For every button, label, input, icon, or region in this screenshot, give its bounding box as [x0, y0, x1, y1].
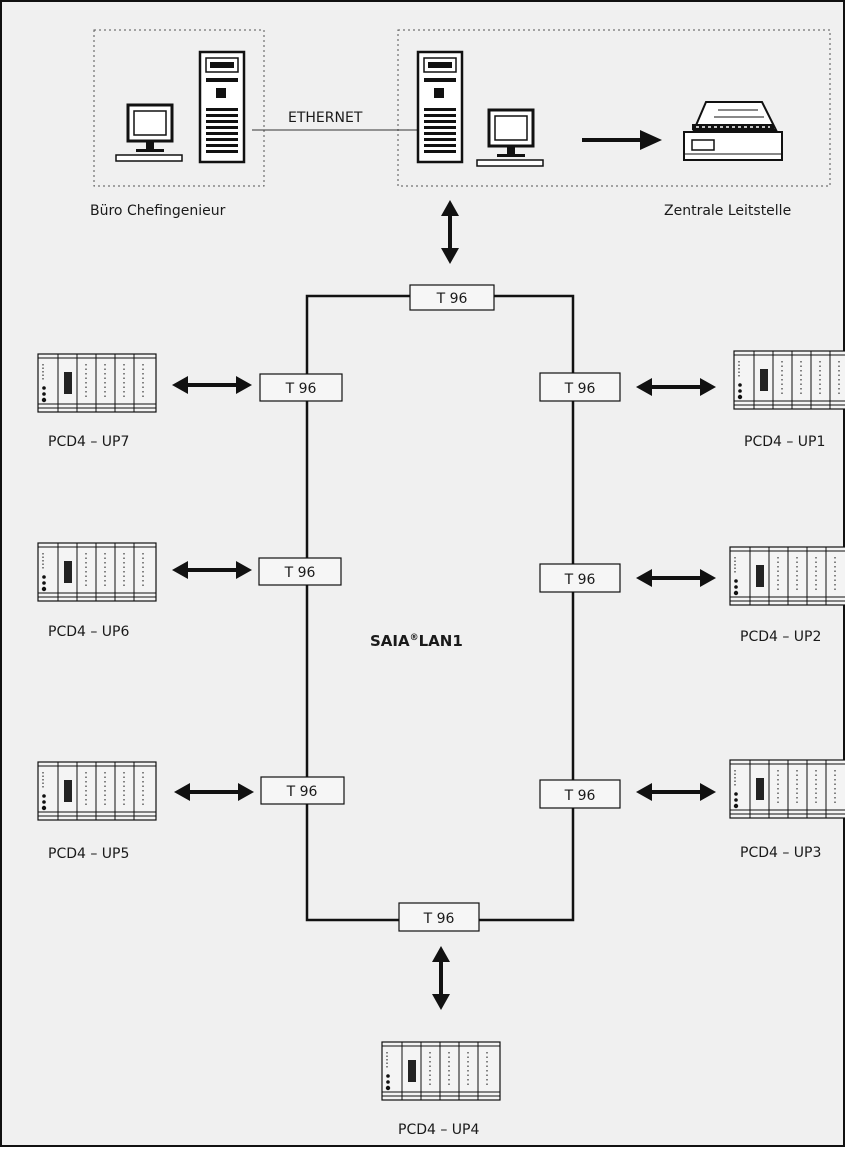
node-left-2: T 96: [258, 557, 342, 586]
node-label: T 96: [564, 381, 596, 397]
plc-up1-icon: [733, 350, 845, 410]
node-right-2: T 96: [539, 563, 621, 593]
node-label: T 96: [564, 788, 596, 804]
office-label: Büro Chefingenieur: [90, 203, 226, 219]
print-arrow-icon: [582, 130, 662, 150]
node-left-1: T 96: [259, 373, 343, 402]
device-label-up4: PCD4 – UP4: [398, 1122, 479, 1138]
node-right-3: T 96: [539, 779, 621, 809]
node-label: T 96: [285, 381, 317, 397]
device-label-up3: PCD4 – UP3: [740, 845, 821, 861]
control-tower-pc-icon: [416, 50, 464, 164]
office-tower-pc-icon: [198, 50, 246, 164]
device-label-up2: PCD4 – UP2: [740, 629, 821, 645]
plc-up7-icon: [37, 353, 157, 413]
node-label: T 96: [423, 911, 455, 927]
control-room-group-box: [397, 29, 831, 187]
node-top: T 96: [409, 284, 495, 311]
device-label-up7: PCD4 – UP7: [48, 434, 129, 450]
plc-up2-icon: [729, 546, 845, 606]
svg-text:SAIA®LAN1: SAIA®LAN1: [370, 632, 463, 650]
plc-up6-icon: [37, 542, 157, 602]
node-left-3: T 96: [260, 776, 345, 805]
node-right-1: T 96: [539, 372, 621, 402]
plc-up3-icon: [729, 759, 845, 819]
plc-up4-icon: [381, 1041, 501, 1101]
node-label: T 96: [436, 291, 468, 307]
node-label: T 96: [286, 784, 318, 800]
device-label-up1: PCD4 – UP1: [744, 434, 825, 450]
control-room-label: Zentrale Leitstelle: [664, 203, 791, 219]
node-label: T 96: [284, 565, 316, 581]
network-title: SAIA®LAN1: [370, 632, 463, 650]
plc-up5-icon: [37, 761, 157, 821]
device-label-up6: PCD4 – UP6: [48, 624, 129, 640]
office-group-box: [93, 29, 265, 187]
node-bottom: T 96: [398, 902, 480, 932]
device-label-up5: PCD4 – UP5: [48, 846, 129, 862]
node-label: T 96: [564, 572, 596, 588]
ethernet-label: ETHERNET: [288, 110, 363, 126]
printer-icon: [683, 101, 783, 161]
